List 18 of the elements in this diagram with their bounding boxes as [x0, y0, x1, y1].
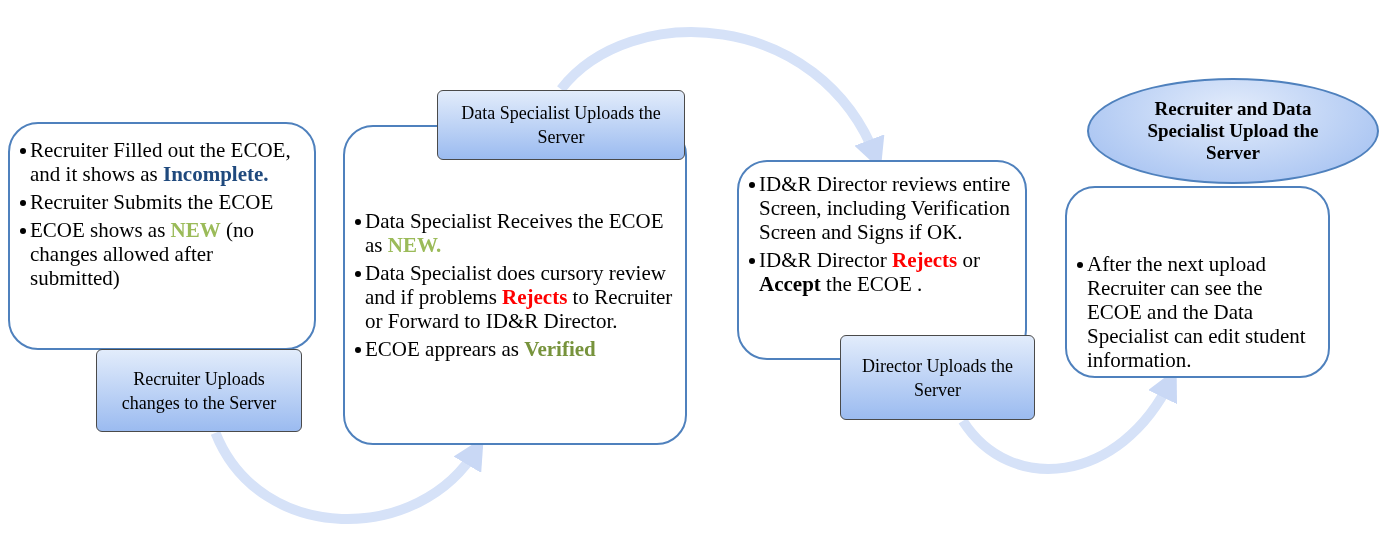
bullet-text: ECOE shows as NEW (no changes allowed after submitted): [30, 218, 256, 290]
bullet-text: Recruiter Filled out the ECOE, and it shows as Incomplete.: [30, 138, 292, 186]
bullet-text: Data Specialist Receives the ECOE as NEW.: [365, 209, 665, 257]
bullet-text: Data Specialist does cursory review and if problems Rejects to Recruiter or Forward to ID&R Director.: [365, 261, 673, 333]
step-card: [8, 122, 316, 350]
bullet-text: After the next upload Recruiter can see the ECOE and the Data Specialist can edit student information.: [1087, 252, 1307, 372]
step-card: [1065, 186, 1330, 378]
step-label: Director Uploads the Server: [840, 335, 1035, 420]
step-oval: Recruiter and Data Specialist Upload the Server: [1087, 78, 1379, 184]
curved-arrow: [211, 430, 485, 524]
step-card: [737, 160, 1027, 360]
bullet-text: ECOE apprears as Verified: [365, 337, 596, 361]
step-card: [343, 125, 687, 445]
bullet-text: ID&R Director reviews entire Screen, including Verification Screen and Signs if OK.: [759, 172, 1012, 244]
bullet-text: Recruiter Submits the ECOE: [30, 190, 274, 214]
bullet-text: ID&R Director Rejects or Accept the ECOE .: [759, 248, 981, 296]
step-label: Recruiter Uploads changes to the Server: [96, 349, 302, 432]
step-label: Data Specialist Uploads the Server: [437, 90, 685, 160]
